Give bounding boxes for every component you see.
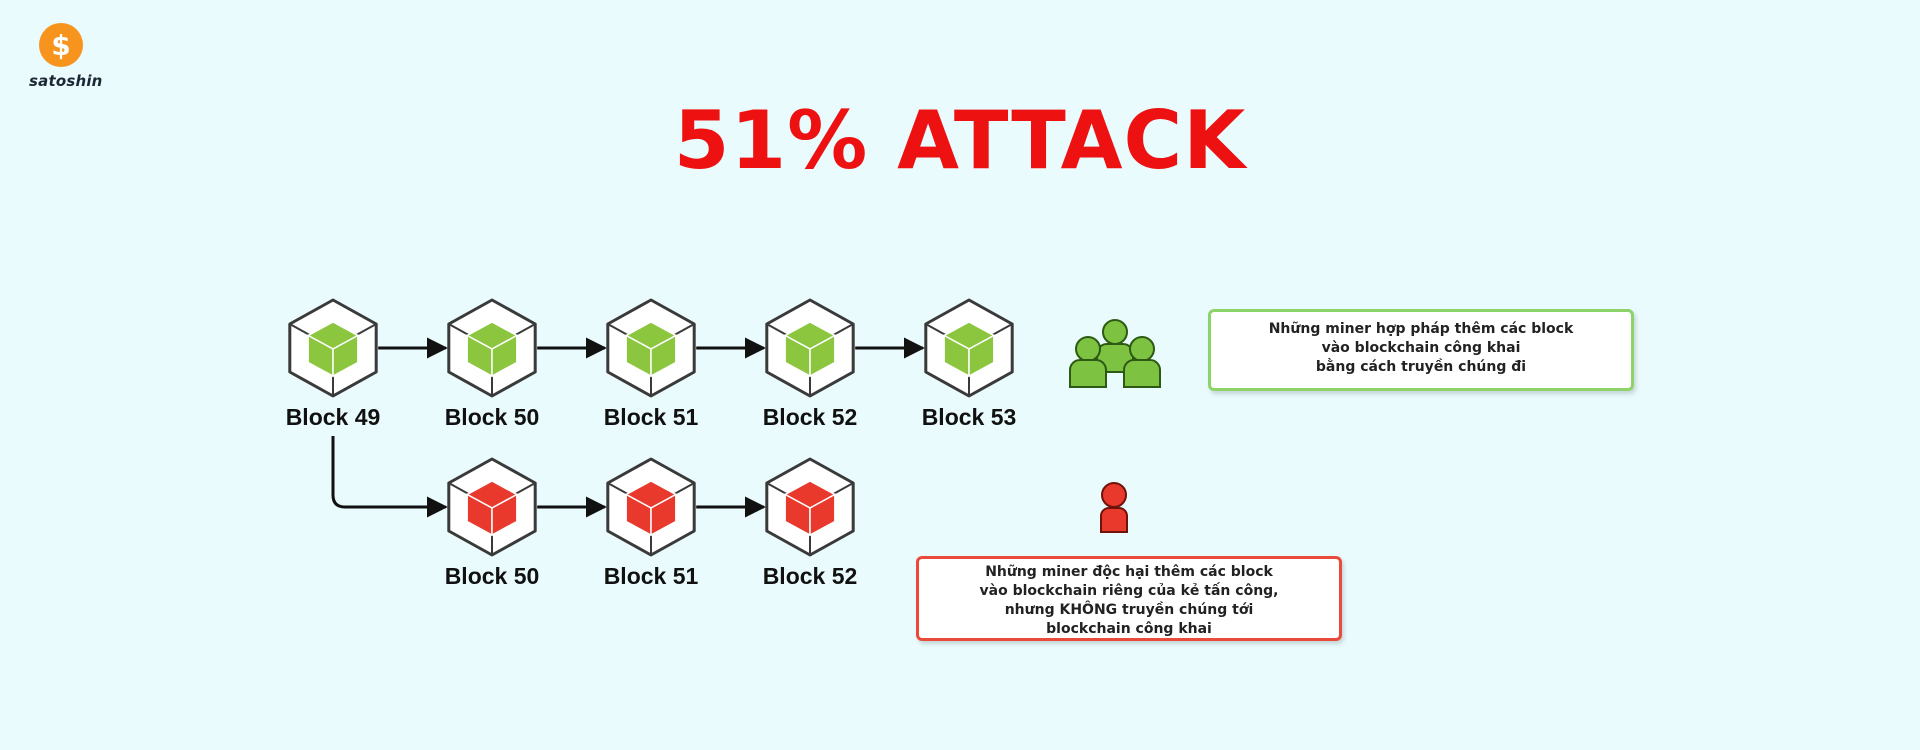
cube-right-face (491, 334, 518, 378)
svg-text:$: $ (51, 29, 70, 62)
public-chain: Block 49 Block 50 Block 51 Block 52 Block 53 (286, 298, 1017, 430)
attacker-note-line: blockchain công khai (1046, 621, 1212, 637)
block: Block 51 (604, 457, 699, 589)
block: Block 50 (445, 457, 540, 589)
block-label: Block 49 (286, 404, 381, 430)
honest-note-line: Những miner hợp pháp thêm các block (1268, 321, 1574, 337)
cube-right-face (332, 334, 359, 378)
cube-right-face (809, 334, 836, 378)
cube-right-face (968, 334, 995, 378)
dollar-coin-icon: $ (39, 23, 83, 67)
block-label: Block 53 (922, 404, 1017, 430)
honest-miners-group-icon (1069, 319, 1161, 388)
block: Block 53 (922, 298, 1017, 430)
block-label: Block 51 (604, 404, 699, 430)
attacker-note-line: Những miner độc hại thêm các block (985, 564, 1273, 580)
cube-right-face (491, 493, 518, 537)
private-chain: Block 50 Block 51 Block 52 (445, 457, 858, 589)
honest-miners-note: Những miner hợp pháp thêm các block vào … (1208, 309, 1634, 391)
page-title: 51% ATTACK (673, 94, 1247, 187)
block: Block 52 (763, 298, 858, 430)
attacker-miners-note: Những miner độc hại thêm các block vào b… (916, 556, 1342, 641)
block-label: Block 50 (445, 404, 540, 430)
cube-right-face (809, 493, 836, 537)
attacker-note-line: nhưng KHÔNG truyền chúng tới (1004, 602, 1254, 618)
logo-text: satoshin (29, 72, 103, 90)
honest-note-line: bằng cách truyền chúng đi (1315, 359, 1527, 375)
block-label: Block 52 (763, 563, 858, 589)
attacker-miner-icon (1100, 482, 1128, 533)
block: Block 50 (445, 298, 540, 430)
block-label: Block 52 (763, 404, 858, 430)
cube-right-face (650, 334, 677, 378)
fork-arrow (331, 436, 448, 518)
honest-note-line: vào blockchain công khai (1321, 340, 1521, 356)
block-label: Block 50 (445, 563, 540, 589)
block: Block 51 (604, 298, 699, 430)
block: Block 49 (286, 298, 381, 430)
attacker-note-line: vào blockchain riêng của kẻ tấn công, (979, 583, 1279, 599)
cube-right-face (650, 493, 677, 537)
chain-connectors (331, 337, 925, 518)
block-label: Block 51 (604, 563, 699, 589)
block: Block 52 (763, 457, 858, 589)
